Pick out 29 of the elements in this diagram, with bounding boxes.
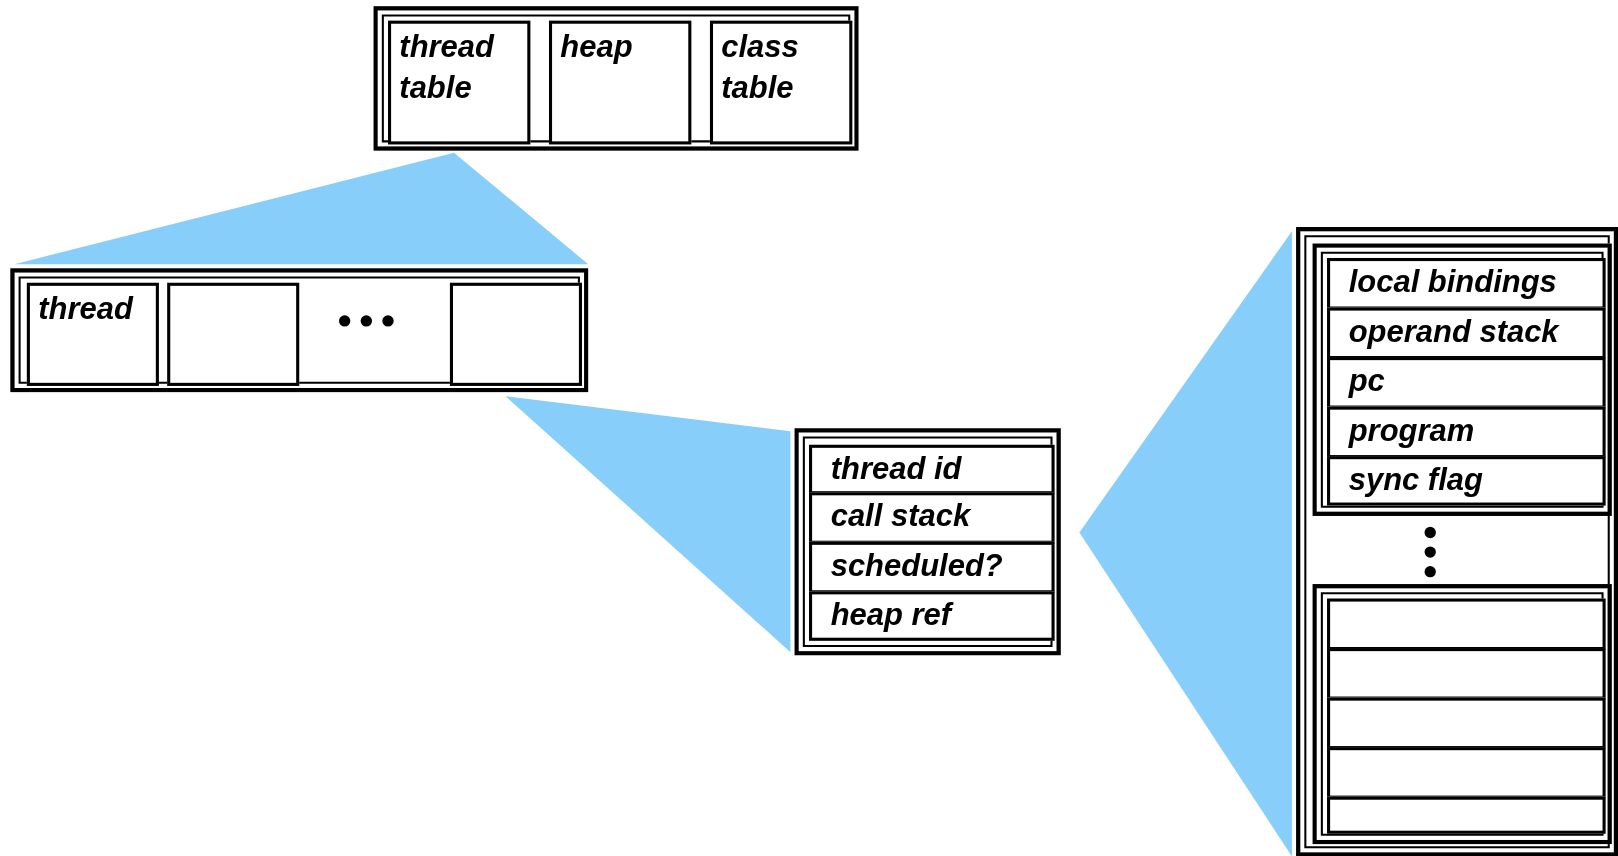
empty-row bbox=[1327, 796, 1606, 834]
table-box: heap bbox=[548, 20, 692, 145]
table-box: thread table bbox=[388, 20, 531, 145]
empty-box bbox=[167, 282, 300, 386]
table-box: class table bbox=[709, 20, 853, 145]
empty-row bbox=[1327, 598, 1606, 651]
field-row: program bbox=[1327, 406, 1606, 459]
zoom-wedge bbox=[1079, 231, 1292, 856]
container-box bbox=[1296, 227, 1618, 856]
container-box bbox=[373, 6, 859, 151]
zoom-wedge bbox=[505, 396, 791, 653]
field-row: scheduled? bbox=[809, 541, 1055, 594]
field-row: local bindings bbox=[1327, 258, 1606, 310]
container-box bbox=[1312, 584, 1612, 845]
container-box bbox=[794, 428, 1061, 656]
zoom-wedge bbox=[14, 152, 589, 265]
container-box bbox=[1312, 243, 1612, 516]
field-row: pc bbox=[1327, 357, 1606, 409]
field-row: thread id bbox=[809, 444, 1055, 495]
table-box: thread bbox=[26, 282, 159, 386]
field-row: operand stack bbox=[1327, 307, 1606, 360]
field-row: call stack bbox=[809, 492, 1055, 544]
field-row: sync flag bbox=[1327, 456, 1606, 506]
empty-row bbox=[1327, 747, 1606, 799]
empty-row bbox=[1327, 648, 1606, 700]
empty-box bbox=[449, 282, 582, 386]
empty-row bbox=[1327, 697, 1606, 750]
field-row: heap ref bbox=[809, 591, 1055, 641]
container-box bbox=[10, 268, 589, 393]
